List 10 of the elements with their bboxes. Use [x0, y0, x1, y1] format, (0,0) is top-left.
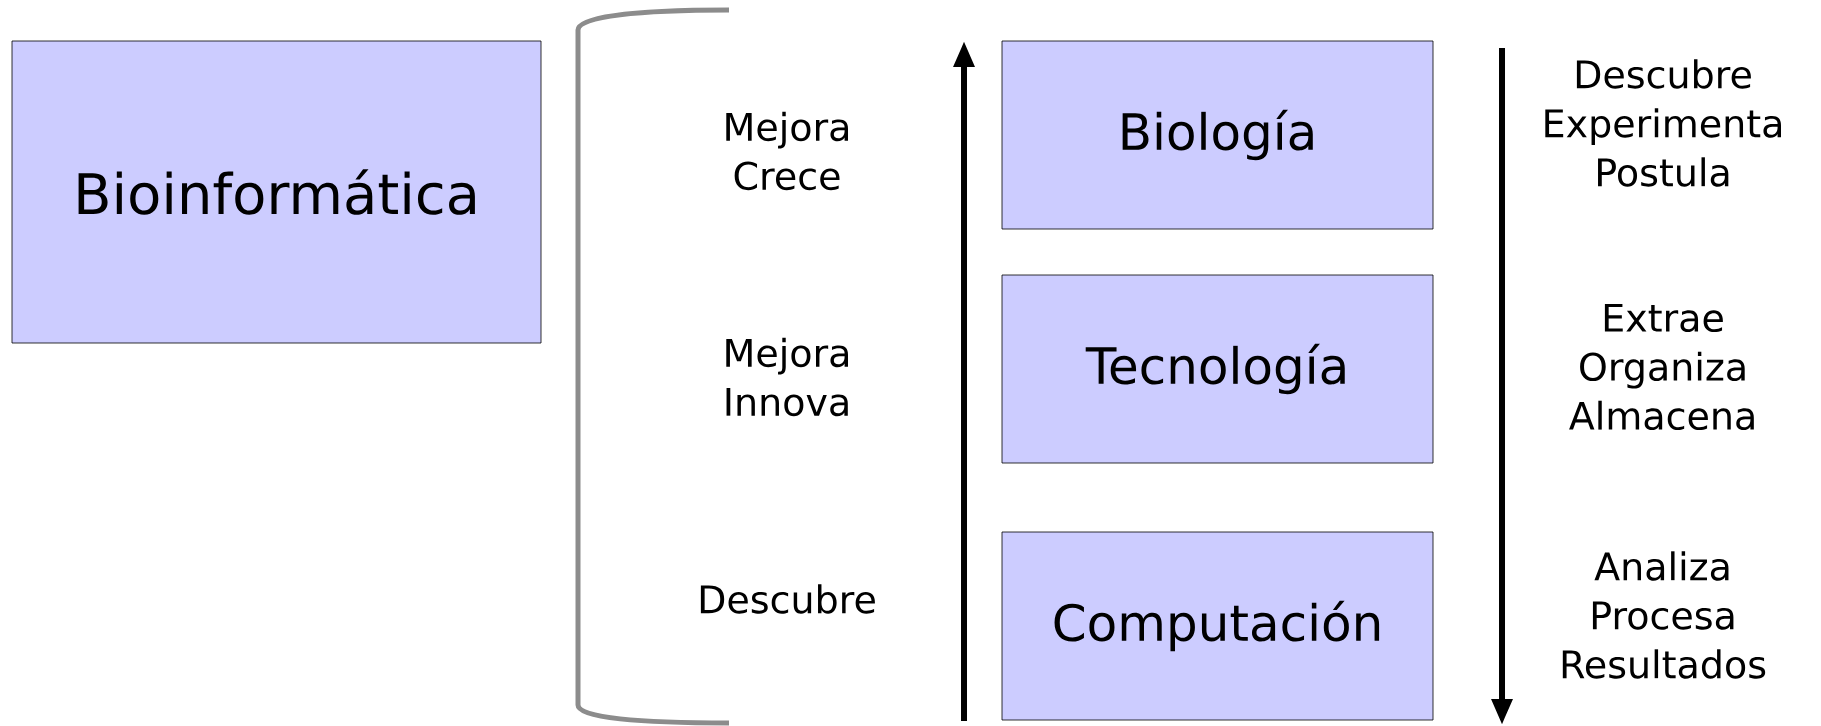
text-label: Analiza Procesa Resultados [1562, 551, 1766, 679]
text-label: Extrae Organiza Almacena [1569, 303, 1754, 431]
text-label: Descubre [700, 584, 875, 614]
text-box: Biología [1001, 40, 1434, 230]
text-box: Tecnología [1001, 274, 1434, 464]
text-box: Bioinformática [11, 40, 542, 344]
text-label: Mejora Innova [726, 337, 848, 417]
text-box: Computación [1001, 531, 1434, 721]
text-label: Mejora Crece [726, 111, 848, 191]
text-label: Descubre Experimenta Postula [1545, 59, 1781, 187]
